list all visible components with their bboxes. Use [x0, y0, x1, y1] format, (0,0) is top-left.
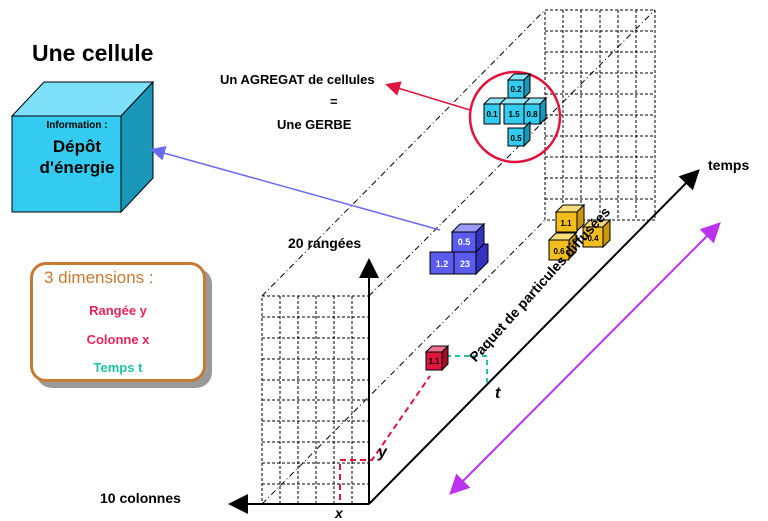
dimension-row: Rangée y [89, 303, 147, 318]
agg-val-4: 0.5 [510, 134, 522, 143]
dimensions-title: 3 dimensions : [44, 268, 154, 287]
blue-val-2: 23 [460, 259, 470, 269]
red-cell [424, 344, 450, 372]
blue-val-1: 1.2 [436, 259, 449, 269]
time-axis-label: temps [708, 157, 750, 173]
aggregate-label-2: = [330, 94, 338, 109]
cell-value-line1: Dépôt [52, 137, 102, 156]
y-label: y [378, 444, 387, 461]
cols-axis-label: 10 colonnes [100, 490, 181, 506]
rows-axis-label: 20 rangées [288, 235, 362, 251]
cell-value-line2: d'énergie [39, 158, 115, 177]
aggregate-cluster [482, 72, 548, 148]
yellow-val-1: 0.6 [553, 247, 565, 256]
page-title: Une cellule [32, 40, 154, 66]
cell-pointer [150, 145, 441, 231]
blue-val-0: 0.5 [458, 237, 471, 247]
yellow-val-2: 0.4 [587, 234, 599, 243]
cell-info-label: Information : [46, 120, 108, 131]
paquet-arrow [449, 222, 721, 495]
aggregate-label-3: Une GERBE [277, 117, 352, 132]
red-val: 1.1 [428, 357, 440, 366]
cell-cube [10, 80, 155, 214]
agg-val-0: 0.2 [510, 85, 522, 94]
agg-val-3: 0.8 [526, 110, 538, 119]
cell-value: Dépôt d'énergie [14, 136, 140, 178]
zoom-circle [468, 70, 562, 164]
time-axis [368, 169, 700, 505]
agg-pointer [385, 81, 471, 111]
yellow-cluster [547, 203, 612, 261]
dimension-time: Temps t [93, 360, 143, 375]
yellow-val-0: 1.1 [560, 219, 572, 228]
blue-cluster [429, 222, 489, 276]
agg-val-2: 1.5 [508, 110, 520, 119]
dimension-col: Colonne x [86, 332, 150, 347]
t-label: t [495, 385, 501, 402]
aggregate-label-1: Un AGREGAT de cellules [220, 72, 375, 87]
x-label: x [335, 505, 343, 521]
back-grid [544, 9, 656, 221]
dimensions-box [30, 262, 206, 382]
front-grid [261, 295, 370, 505]
red-guides [339, 375, 431, 500]
agg-val-1: 0.1 [486, 110, 498, 119]
